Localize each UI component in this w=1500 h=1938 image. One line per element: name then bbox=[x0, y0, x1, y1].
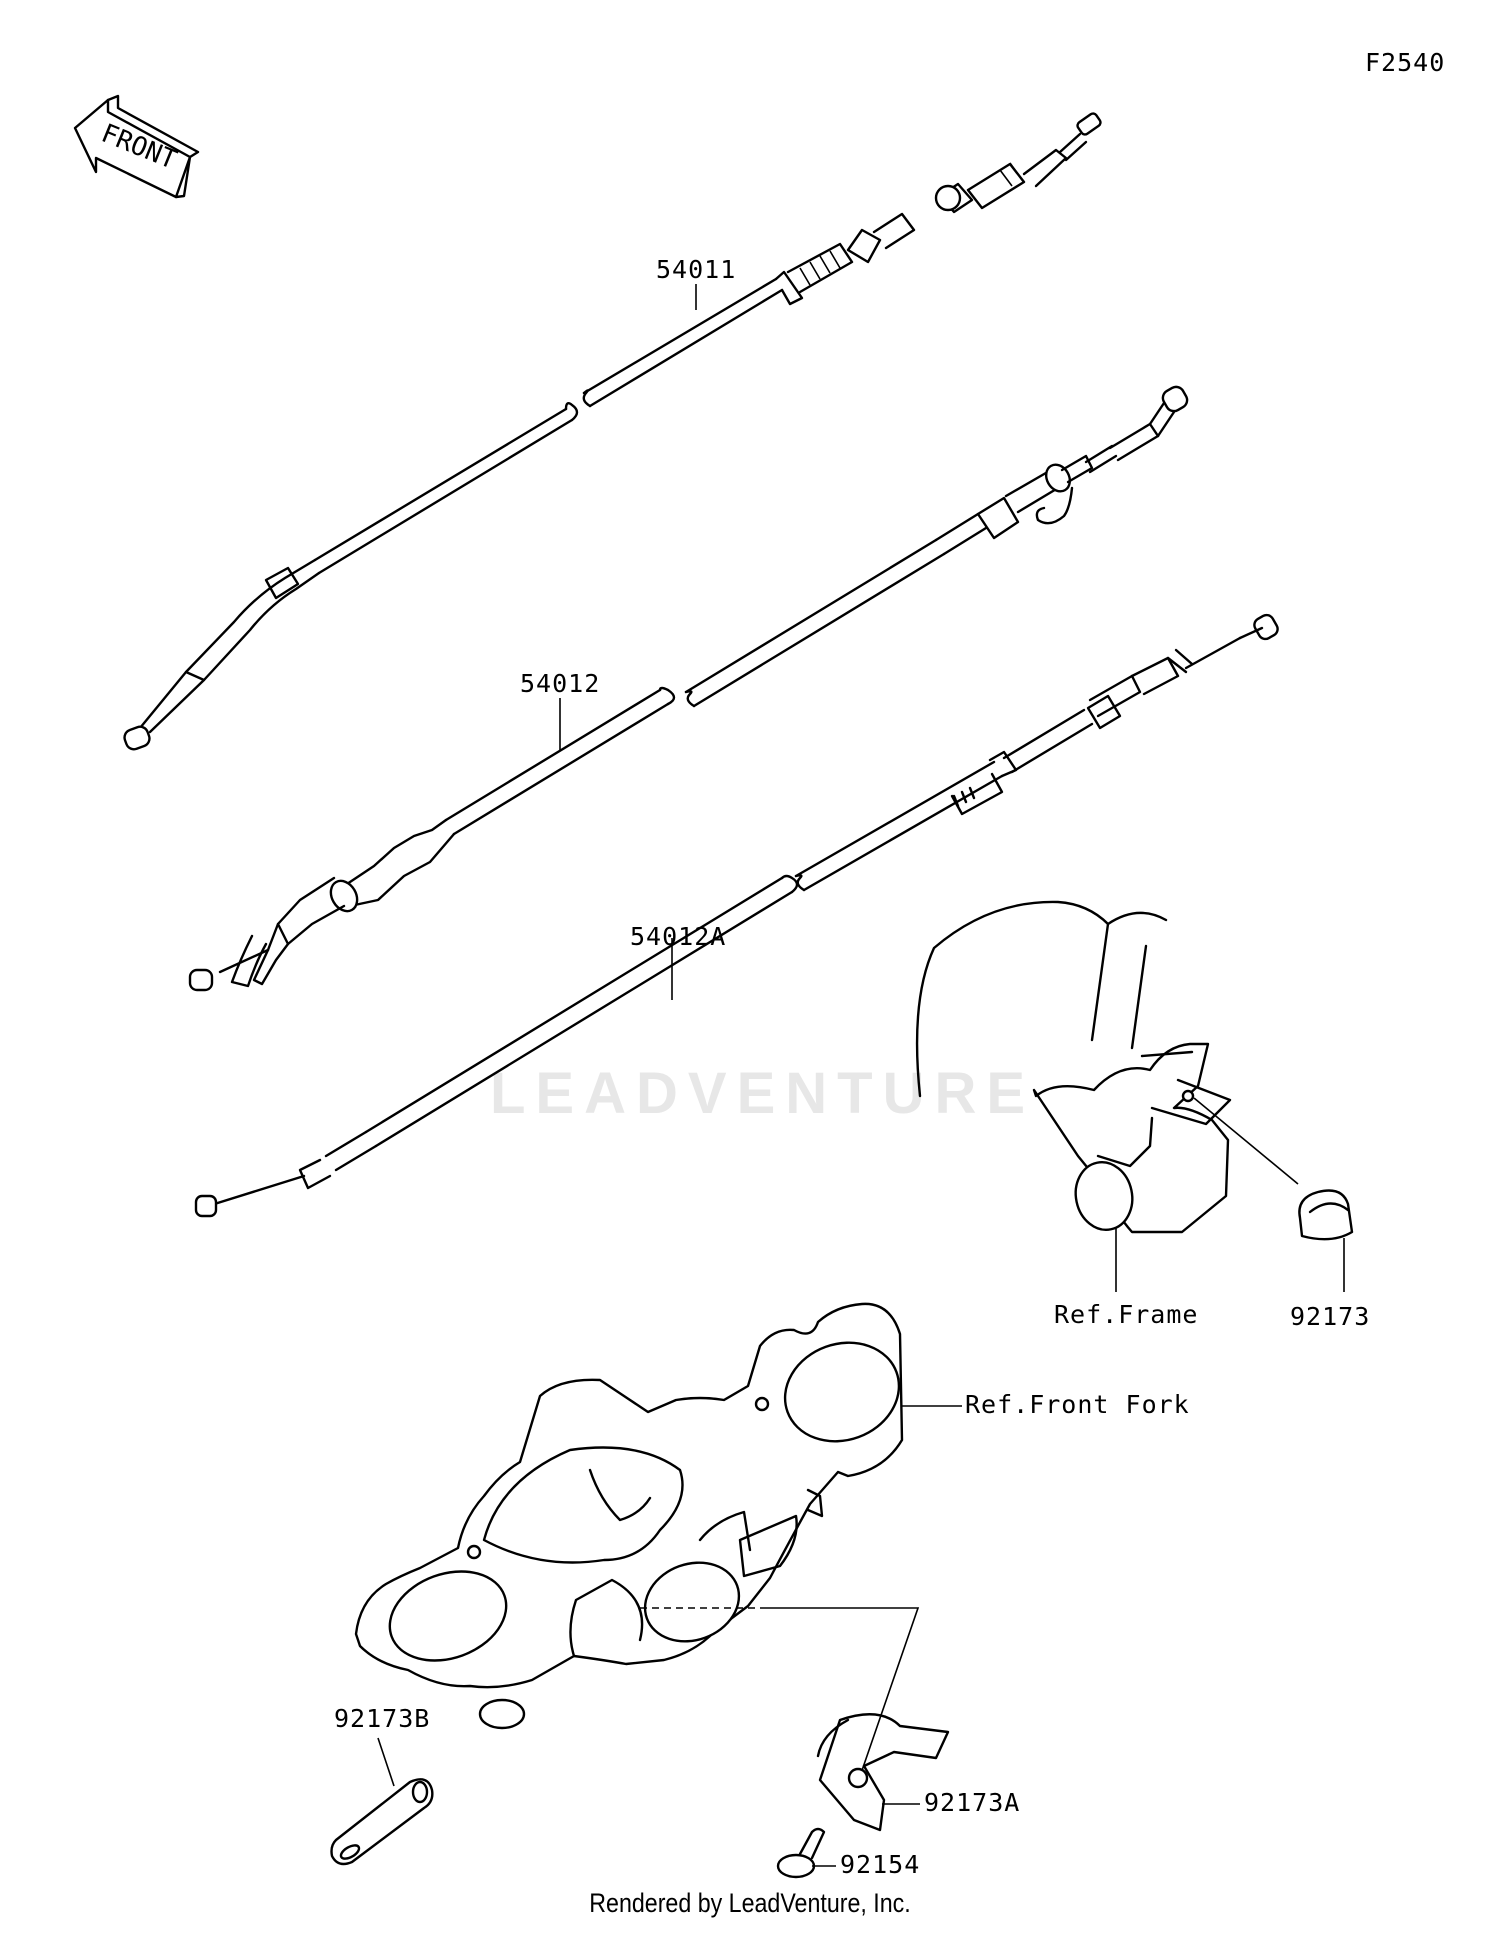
part-label-54012[interactable]: 54012 bbox=[520, 669, 601, 698]
plate-92173b[interactable] bbox=[330, 1737, 434, 1866]
ref-frame-label: Ref.Frame bbox=[1054, 1300, 1199, 1329]
front-arrow-icon: FRONT bbox=[73, 94, 200, 199]
footer-credit: Rendered by LeadVenture, Inc. bbox=[589, 1888, 911, 1918]
front-arrow-label: FRONT bbox=[97, 119, 181, 176]
part-label-92173b[interactable]: 92173B bbox=[334, 1704, 431, 1733]
watermark-text: LEADVENTURE bbox=[490, 1061, 1036, 1126]
bolt-92154[interactable] bbox=[776, 1827, 836, 1879]
clamp-92173[interactable] bbox=[1298, 1189, 1354, 1293]
frame-detail bbox=[915, 900, 1299, 1292]
part-label-92173a[interactable]: 92173A bbox=[924, 1788, 1021, 1817]
part-label-54012a[interactable]: 54012A bbox=[630, 922, 727, 951]
clamp-92173a[interactable] bbox=[816, 1713, 950, 1832]
part-label-92154[interactable]: 92154 bbox=[840, 1850, 921, 1879]
cable-54012[interactable] bbox=[188, 384, 1190, 992]
cable-54011[interactable] bbox=[122, 112, 1102, 752]
cable-54012a[interactable] bbox=[194, 612, 1280, 1218]
part-label-54011[interactable]: 54011 bbox=[656, 255, 737, 284]
ref-front-fork-label: Ref.Front Fork bbox=[965, 1390, 1190, 1419]
part-label-92173[interactable]: 92173 bbox=[1290, 1302, 1371, 1331]
front-fork-bracket bbox=[354, 1302, 962, 1783]
diagram-code: F2540 bbox=[1365, 48, 1446, 77]
